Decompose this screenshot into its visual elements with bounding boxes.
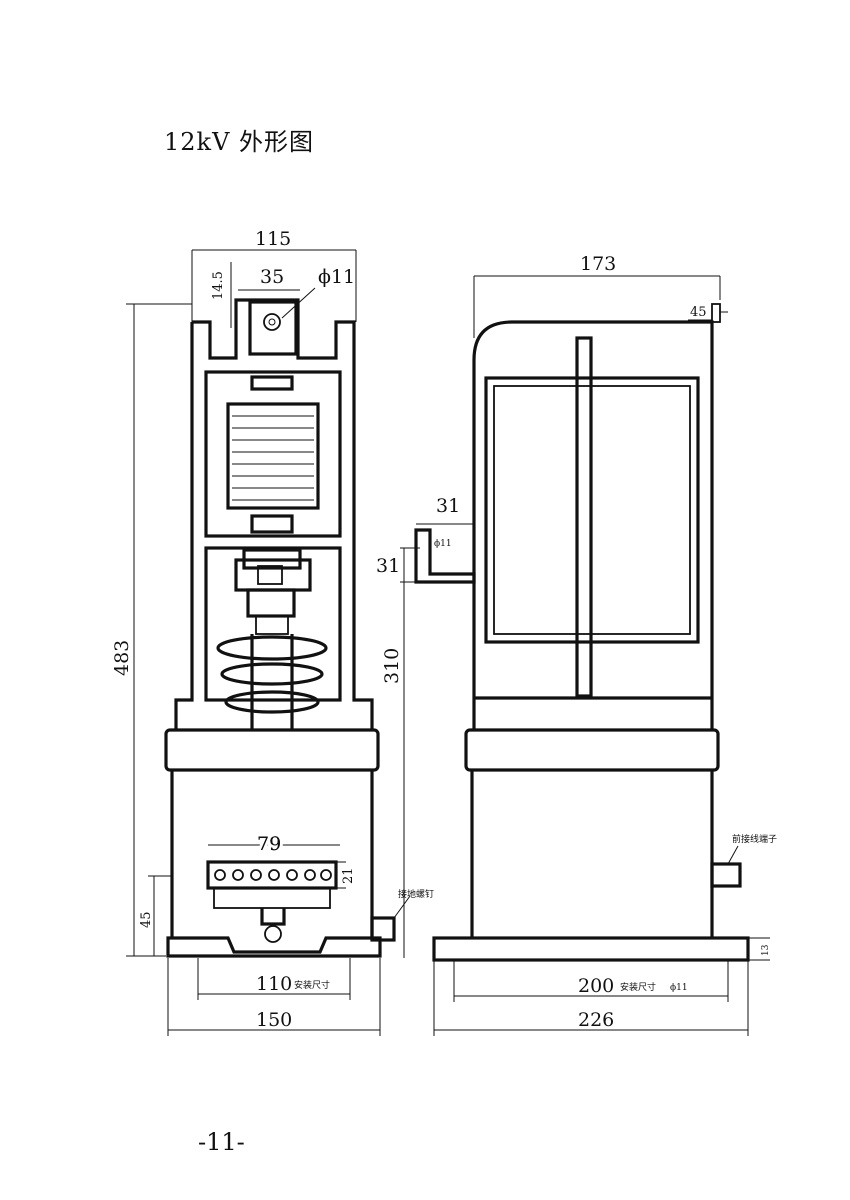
dim-base-depth: 226 [578, 1009, 614, 1031]
dim-width-top: 115 [255, 228, 291, 250]
dim-bracket-h: 31 [376, 555, 400, 577]
dim-bracket: 31 [436, 495, 460, 517]
page-number: -11- [198, 1128, 245, 1156]
dim-bracket-hole: ϕ11 [434, 539, 452, 549]
dim-top-tab: 45 [690, 305, 707, 320]
mount-hole-side: ϕ11 [670, 983, 688, 993]
dim-hole-spacing: 35 [260, 266, 284, 288]
dim-height: 483 [111, 640, 133, 676]
dim-terminal-width: 79 [257, 833, 281, 855]
coil-lines [232, 415, 314, 501]
dim-terminal-width-bg: 79 [257, 833, 281, 855]
dim-mount-front: 110 [256, 973, 292, 995]
dim-height-310: 310 [381, 648, 403, 684]
front-view: 115 14.5 35 ϕ11 [111, 228, 434, 1036]
dim-base-height: 45 [139, 911, 154, 928]
ground-label: 接地螺钉 [398, 888, 434, 900]
dim-hole-dia: ϕ11 [318, 266, 355, 288]
dim-depth-top: 173 [580, 253, 616, 275]
dim-base-thk: 13 [761, 944, 771, 956]
dim-offset: 14.5 [211, 271, 226, 300]
secondary-terminal-label: 前接线端子 [732, 833, 777, 845]
mount-note-side: 安装尺寸 [620, 981, 656, 993]
dim-base-width: 150 [256, 1009, 292, 1031]
dim-terminal-height: 21 [341, 867, 356, 884]
side-view: 173 45 31 ϕ11 31 310 前接线端子 [376, 253, 777, 1036]
page-title: 12kV 外形图 [164, 128, 315, 156]
dim-mount-side: 200 [578, 975, 614, 997]
mount-note-front: 安装尺寸 [294, 979, 330, 991]
terminal-screws [214, 869, 332, 881]
